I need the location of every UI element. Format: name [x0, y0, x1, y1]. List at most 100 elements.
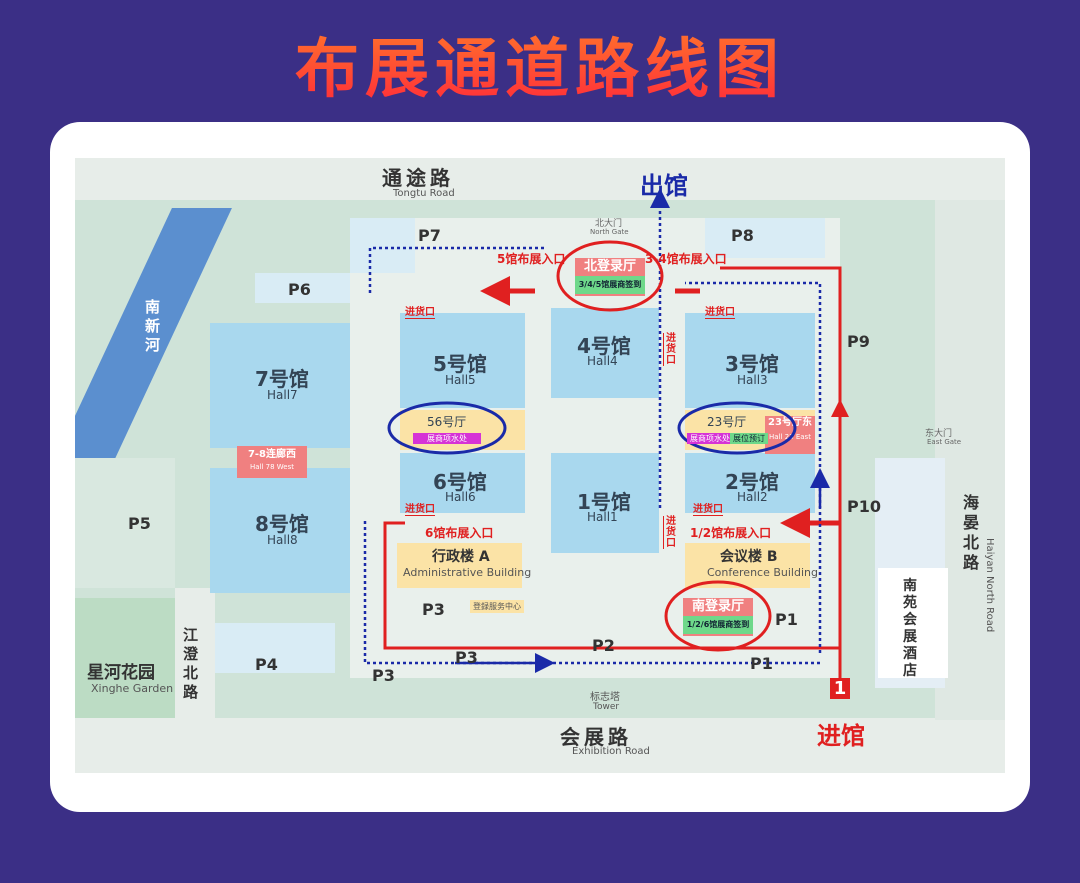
hall6-en: Hall6	[445, 490, 476, 504]
conference-building	[685, 543, 810, 588]
hall2-en: Hall2	[737, 490, 768, 504]
goods-entry-hall2: 进货口	[693, 500, 723, 516]
north-registration-sub: 3/4/5馆展商签到	[575, 276, 645, 294]
north-registration-box: 北登录厅 3/4/5馆展商签到	[575, 258, 645, 296]
hall8-cn: 8号馆	[255, 512, 309, 536]
conference-building-cn: 会议楼 B	[720, 549, 778, 565]
hall56-cn: 56号厅	[427, 415, 467, 429]
south-registration-box: 南登录厅 1/2/6馆展商签到	[683, 598, 753, 636]
hall1-cn: 1号馆	[577, 490, 631, 514]
exit-label: 出馆	[640, 172, 688, 200]
jiangcheng-road	[175, 588, 215, 723]
exhibition-road	[75, 718, 1005, 773]
haiyan-road-cn: 海晏北路	[963, 493, 980, 572]
admin-building	[397, 543, 522, 588]
p4-lot	[215, 623, 335, 673]
hall5-entrance: 5馆布展入口	[497, 252, 566, 266]
hall4-en: Hall4	[587, 354, 618, 368]
p6-lot	[255, 273, 350, 303]
exhibition-road-en: Exhibition Road	[572, 746, 650, 757]
parking-p3c: P3	[455, 648, 478, 667]
north-gate-cn: 北大门	[595, 219, 623, 229]
hall78-west-label: 7-8连廊西 Hall 78 West	[237, 446, 307, 478]
p5-lot	[75, 458, 175, 588]
entry-number: 1	[830, 678, 850, 699]
page-title: 布展通道路线图	[0, 18, 1080, 110]
route-out-west	[368, 246, 545, 293]
venue-map: 7-8连廊西 Hall 78 West 23号厅东 Hall 23 East 北…	[75, 158, 1005, 773]
tongtu-road	[75, 158, 1005, 200]
route-in-south	[383, 521, 840, 650]
parking-p9: P9	[847, 332, 870, 351]
hall5-cn: 5号馆	[433, 352, 487, 376]
hall2	[685, 453, 815, 513]
admin-building-cn: 行政楼 A	[432, 549, 490, 565]
admin-building-en: Administrative Building	[403, 566, 532, 579]
hall5-en: Hall5	[445, 373, 476, 387]
goods-entry-hall4: 进货口	[663, 333, 678, 366]
goods-entry-hall3: 进货口	[705, 303, 735, 319]
hall7-cn: 7号馆	[255, 367, 309, 391]
parking-p1b: P1	[750, 654, 773, 673]
hall7-en: Hall7	[267, 388, 298, 402]
parking-p6: P6	[288, 280, 311, 299]
hall6-cn: 6号馆	[433, 470, 487, 494]
garden-en: Xinghe Garden	[91, 682, 174, 695]
route-overlay	[363, 188, 849, 678]
service-center: 登録服务中心	[470, 600, 524, 613]
hall23-cn: 23号厅	[707, 415, 747, 429]
tower-en: Tower	[593, 702, 620, 712]
east-gate-cn: 东大门	[925, 429, 953, 439]
river-cn: 南新河	[145, 298, 161, 354]
exhibition-road-cn: 会展路	[560, 725, 632, 749]
hall3-en: Hall3	[737, 373, 768, 387]
north-gate-en: North Gate	[590, 228, 629, 236]
parking-p8: P8	[731, 226, 754, 245]
hall23-circle	[677, 401, 797, 455]
hall8-en: Hall8	[267, 533, 298, 547]
goods-entry-hall1: 进货口	[663, 516, 678, 549]
hall78-west-en: Hall 78 West	[249, 463, 294, 471]
hall4	[551, 308, 659, 398]
jiangcheng-road-cn: 江澄北路	[183, 626, 199, 701]
p7-lot	[350, 218, 415, 273]
north-registration-circle	[556, 240, 664, 312]
route-in-east	[720, 266, 842, 678]
hall23-sub1: 展商项水处	[687, 433, 733, 444]
hall23-east-cn: 23号厅东	[768, 417, 812, 428]
east-gate-en: East Gate	[927, 438, 962, 446]
route-out-south	[363, 518, 820, 665]
xinghe-garden	[75, 598, 175, 718]
haiyan-road-en: Haiyan North Road	[984, 538, 995, 633]
hall6	[400, 453, 525, 513]
parking-p5: P5	[128, 514, 151, 533]
hall34-entrance: 3-4馆布展入口	[645, 252, 727, 266]
tongtu-road-cn: 通途路	[382, 166, 454, 190]
hotel-building	[878, 568, 948, 678]
goods-entry-hall6: 进货口	[405, 500, 435, 516]
tongtu-road-en: Tongtu Road	[393, 188, 455, 199]
south-registration-sub: 1/2/6馆展商签到	[683, 616, 753, 634]
garden-cn: 星河花园	[87, 663, 155, 683]
hall4-cn: 4号馆	[577, 334, 631, 358]
hall2-cn: 2号馆	[725, 470, 779, 494]
parking-p1a: P1	[775, 610, 798, 629]
hall12-entrance: 1/2馆布展入口	[690, 526, 772, 540]
p8-lot	[705, 218, 825, 258]
tower-cn: 标志塔	[590, 692, 620, 703]
hall78-west-cn: 7-8连廊西	[247, 449, 297, 460]
north-registration-cn: 北登录厅	[583, 259, 636, 274]
hall3	[685, 313, 815, 408]
hall23-sub2: 展位预订	[730, 433, 768, 444]
hall56-sub: 展商项水处	[413, 433, 481, 444]
hall1-en: Hall1	[587, 510, 618, 524]
hall56-circle	[387, 401, 507, 455]
south-registration-cn: 南登录厅	[691, 599, 744, 614]
parking-p7: P7	[418, 226, 441, 245]
hotel-cn: 南苑会展酒店	[903, 578, 917, 679]
hall7	[210, 323, 350, 448]
parking-p2: P2	[592, 636, 615, 655]
parking-p3a: P3	[422, 600, 445, 619]
parking-p4: P4	[255, 655, 278, 674]
enter-label: 进馆	[817, 722, 865, 750]
